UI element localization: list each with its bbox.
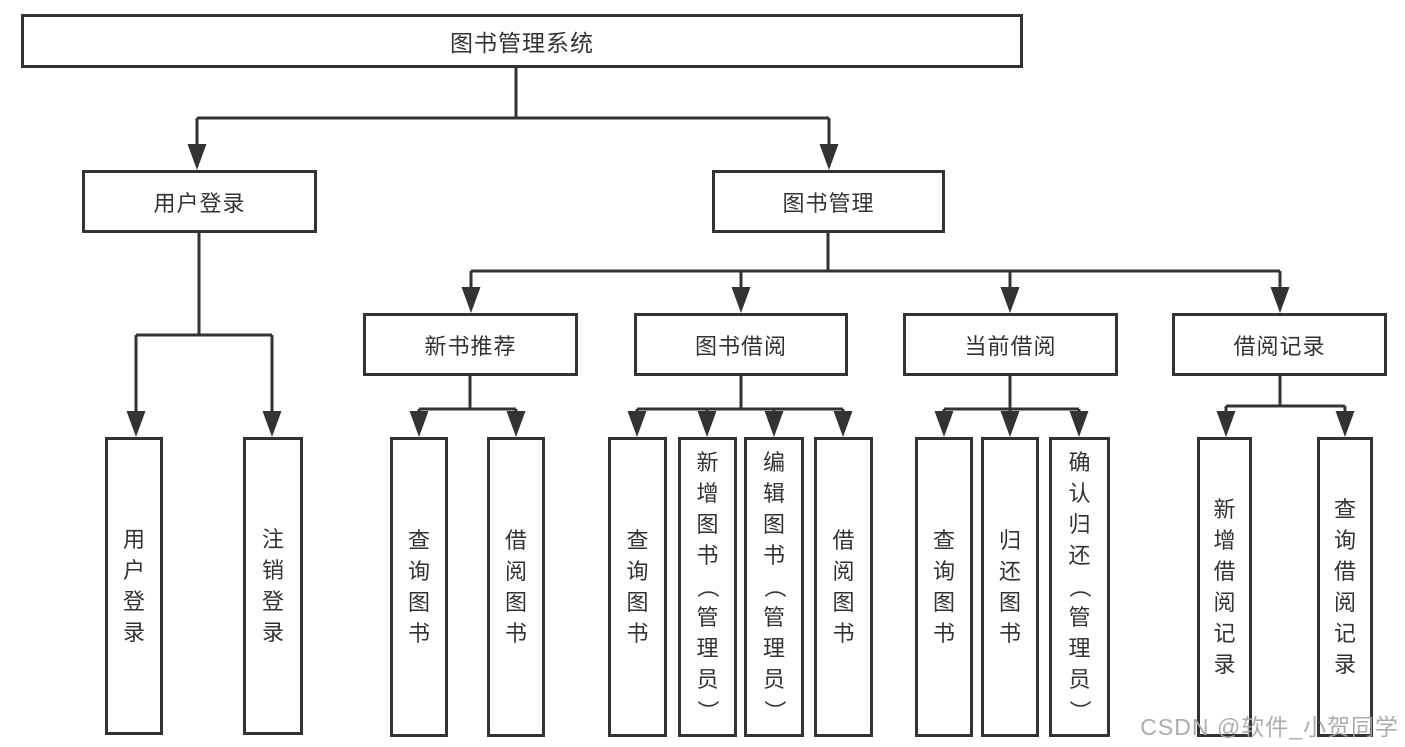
node-logout: 注销登录: [243, 437, 303, 735]
arrowhead-down-icon: [731, 287, 751, 313]
node-book-borrowing: 图书借阅: [634, 313, 848, 376]
node-cb-confirm-return-admin: 确认归还（管理员）: [1049, 437, 1110, 737]
node-nb-query-books: 查询图书: [390, 437, 448, 737]
arrowhead-down-icon: [819, 144, 839, 170]
node-user-login: 用户登录: [82, 170, 317, 233]
arrowhead-down-icon: [461, 287, 481, 313]
node-book-management: 图书管理: [712, 170, 945, 233]
node-br-add-record: 新增借阅记录: [1197, 437, 1252, 737]
arrowhead-down-icon: [187, 144, 207, 170]
node-bb-borrow-books-label: 借阅图书: [832, 527, 855, 646]
node-br-add-record-label: 新增借阅记录: [1213, 496, 1236, 677]
node-nb-borrow-books-label: 借阅图书: [504, 527, 527, 646]
arrowhead-down-icon: [1000, 287, 1020, 313]
node-borrow-records: 借阅记录: [1172, 313, 1387, 376]
node-book-management-label: 图书管理: [782, 190, 875, 216]
node-user-login-leaf: 用户登录: [105, 437, 163, 735]
node-user-login-label: 用户登录: [153, 190, 246, 216]
node-bb-edit-books-admin-label: 编辑图书（管理员）: [761, 450, 787, 723]
node-cb-confirm-return-admin-label: 确认归还（管理员）: [1067, 450, 1093, 723]
arrowhead-down-icon: [833, 411, 853, 437]
node-new-book-recommend: 新书推荐: [363, 313, 578, 376]
arrowhead-down-icon: [1270, 287, 1290, 313]
node-cb-return-books: 归还图书: [981, 437, 1039, 737]
arrowhead-down-icon: [697, 411, 717, 437]
arrowhead-down-icon: [627, 411, 647, 437]
node-new-book-recommend-label: 新书推荐: [424, 333, 517, 359]
arrowhead-down-icon: [934, 411, 954, 437]
node-br-query-record-label: 查询借阅记录: [1333, 496, 1356, 677]
arrowhead-down-icon: [262, 411, 282, 437]
node-logout-label: 注销登录: [261, 526, 284, 645]
node-nb-borrow-books: 借阅图书: [487, 437, 545, 737]
arrowhead-down-icon: [1335, 411, 1355, 437]
node-bb-add-books-admin-label: 新增图书（管理员）: [695, 450, 721, 723]
node-bb-edit-books-admin: 编辑图书（管理员）: [744, 437, 804, 737]
node-bb-add-books-admin: 新增图书（管理员）: [678, 437, 737, 737]
node-nb-query-books-label: 查询图书: [407, 527, 430, 646]
node-br-query-record: 查询借阅记录: [1317, 437, 1373, 737]
arrowhead-down-icon: [1216, 411, 1236, 437]
arrowhead-down-icon: [126, 411, 146, 437]
node-current-borrowing-label: 当前借阅: [964, 333, 1057, 359]
node-cb-query-books: 查询图书: [915, 437, 973, 737]
watermark: CSDN @软件_小贺同学: [1140, 714, 1399, 740]
node-borrow-records-label: 借阅记录: [1233, 333, 1326, 359]
node-bb-borrow-books: 借阅图书: [814, 437, 873, 737]
arrowhead-down-icon: [764, 411, 784, 437]
node-user-login-leaf-label: 用户登录: [122, 526, 145, 645]
arrowhead-down-icon: [1000, 411, 1020, 437]
node-bb-query-books: 查询图书: [608, 437, 667, 737]
node-current-borrowing: 当前借阅: [903, 313, 1118, 376]
node-book-borrowing-label: 图书借阅: [694, 333, 787, 359]
node-bb-query-books-label: 查询图书: [626, 527, 649, 646]
node-cb-query-books-label: 查询图书: [932, 527, 955, 646]
arrowhead-down-icon: [409, 411, 429, 437]
node-library-system-label: 图书管理系统: [450, 30, 594, 56]
arrowhead-down-icon: [1069, 411, 1089, 437]
node-library-system: 图书管理系统: [21, 14, 1023, 68]
arrowhead-down-icon: [506, 411, 526, 437]
node-cb-return-books-label: 归还图书: [998, 527, 1021, 646]
